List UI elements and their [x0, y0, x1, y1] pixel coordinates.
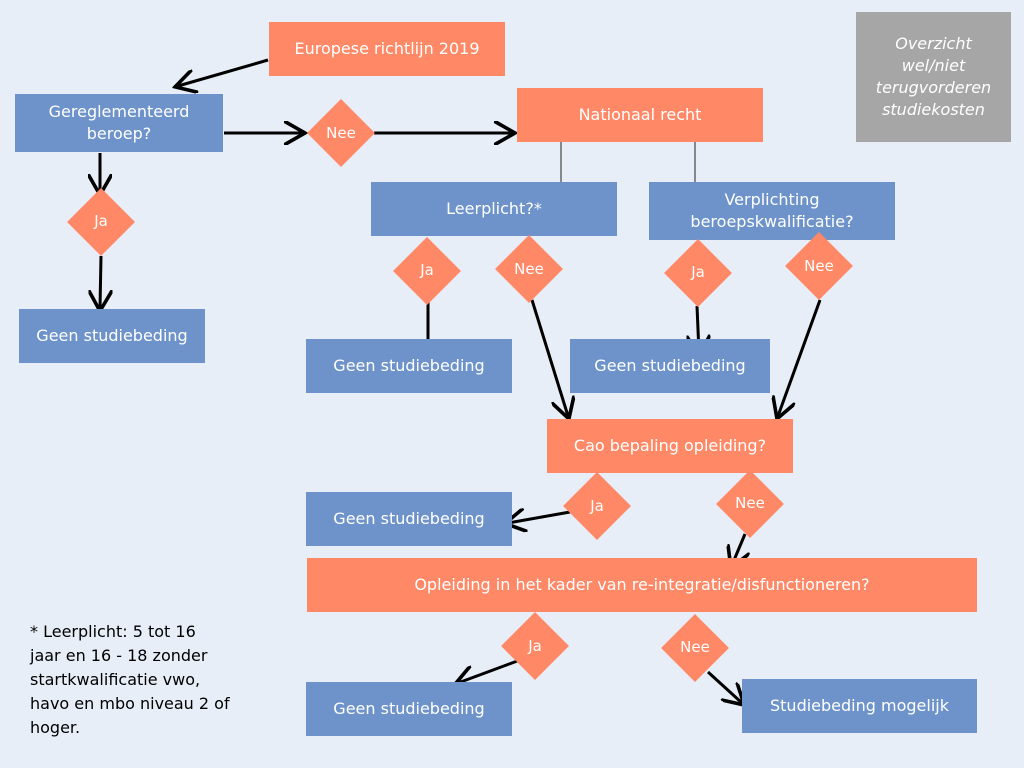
arrow-europese-to-gereglementeerd [178, 58, 269, 86]
decision-label-nee-leerplicht: Nee [514, 260, 544, 278]
arrow-ja-cao-to-geen4 [508, 512, 571, 523]
node-leerplicht: Leerplicht?* [371, 182, 617, 236]
node-gereglementeerd-beroep: Gereglementeerd beroep? [15, 94, 223, 152]
node-geen-studiebeding-1: Geen studiebeding [19, 309, 205, 363]
decision-label-nee-verplichting: Nee [804, 257, 834, 275]
decision-label-ja-cao: Ja [590, 497, 604, 515]
overview-title: Overzicht wel/niet terugvorderen studiek… [856, 12, 1011, 142]
decision-label-nee-opleiding: Nee [680, 638, 710, 656]
footnote-leerplicht: * Leerplicht: 5 tot 16 jaar en 16 - 18 z… [30, 622, 230, 737]
node-opleiding-reintegratie: Opleiding in het kader van re-integratie… [307, 558, 977, 612]
node-verplichting-beroepskwalificatie: Verplichting beroepskwalificatie? [649, 182, 895, 240]
decision-label-ja-leerplicht: Ja [420, 261, 434, 279]
decision-label-ja-opleiding: Ja [528, 637, 542, 655]
node-europese-richtlijn: Europese richtlijn 2019 [269, 22, 505, 76]
decision-label-nee-main: Nee [326, 124, 356, 142]
node-geen-studiebeding-3: Geen studiebeding [570, 339, 770, 393]
arrow-ja-to-geen1 [100, 255, 101, 308]
node-geen-studiebeding-5: Geen studiebeding [306, 682, 512, 736]
node-studiebeding-mogelijk: Studiebeding mogelijk [742, 679, 977, 733]
node-cao-bepaling: Cao bepaling opleiding? [547, 419, 793, 473]
decision-label-ja-verplichting: Ja [691, 263, 705, 281]
arrow-nee-opl-to-mogelijk [706, 670, 742, 703]
arrow-ja-opl-to-geen5 [458, 658, 521, 683]
arrow-nee-leer-to-cao [530, 299, 568, 416]
decision-label-nee-cao: Nee [735, 494, 765, 512]
node-nationaal-recht: Nationaal recht [517, 88, 763, 142]
decision-label-ja-main: Ja [94, 212, 108, 230]
arrow-nee-verpl-to-cao [778, 299, 822, 416]
node-geen-studiebeding-2: Geen studiebeding [306, 339, 512, 393]
node-geen-studiebeding-4: Geen studiebeding [306, 492, 512, 546]
